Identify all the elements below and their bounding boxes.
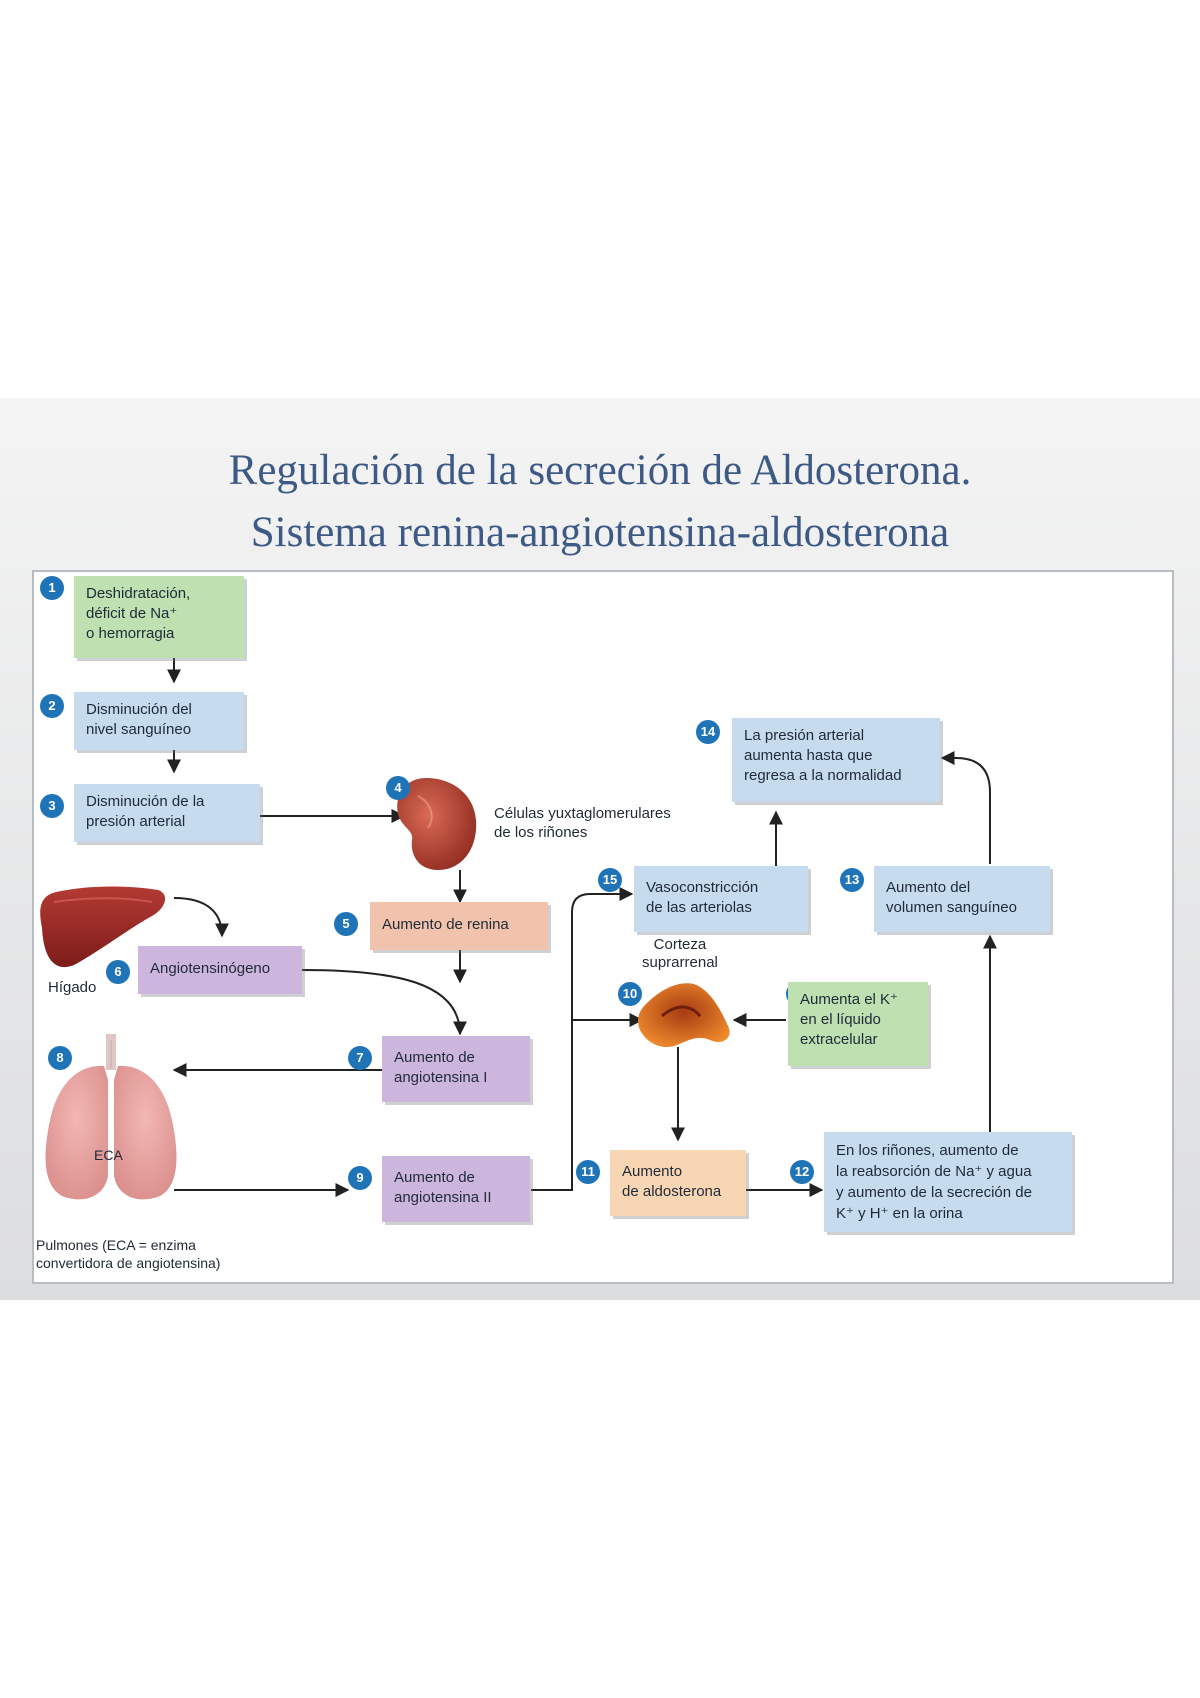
step-7-line-2: angiotensina I — [394, 1069, 488, 1086]
step-number-7: 7 — [348, 1046, 372, 1070]
arrow-6-to-7 — [301, 969, 467, 1036]
step-11-line-1: Aumento — [622, 1163, 683, 1180]
step-number-8: 8 — [48, 1046, 72, 1070]
step-number-12: 12 — [790, 1160, 814, 1184]
diagram-graphics — [40, 658, 997, 1200]
step-box-11: Aumento de aldosterona — [610, 1150, 746, 1216]
step-number-4: 4 — [386, 776, 410, 800]
step-number-14: 14 — [696, 720, 720, 744]
adrenal-cortex-icon — [638, 983, 730, 1048]
step-2-line-2: nivel sanguíneo — [86, 721, 192, 738]
step-2-line-1: Disminución del — [86, 701, 192, 718]
arrow-9-to-15 — [531, 887, 634, 1191]
slide-title-line-1: Regulación de la secreción de Aldosteron… — [228, 447, 972, 494]
step-12-line-1: En los riñones, aumento de — [836, 1142, 1019, 1159]
step-box-3: Disminución de la presión arterial — [74, 784, 260, 842]
flow-arrows — [167, 658, 997, 1197]
liver-icon — [40, 886, 166, 968]
step-14-line-3: regresa a la normalidad — [744, 767, 902, 784]
slide: Regulación de la secreción de Aldosteron… — [0, 398, 1200, 1300]
step-6-line-1: Angiotensinógeno — [150, 960, 271, 977]
step-16-line-2: en el líquido — [800, 1011, 881, 1028]
step-number-9: 9 — [348, 1166, 372, 1190]
arrow-13-to-14 — [940, 751, 991, 864]
lungs-label-line-1: Pulmones (ECA = enzima — [36, 1237, 196, 1253]
step-box-6: Angiotensinógeno — [138, 946, 302, 994]
step-3-line-1: Disminución de la — [86, 793, 205, 810]
step-14-line-1: La presión arterial — [744, 727, 865, 744]
step-9-line-1: Aumento de — [394, 1169, 475, 1186]
step-16-line-3: extracelular — [800, 1031, 878, 1048]
step-12-line-4: K⁺ y H⁺ en la orina — [836, 1205, 963, 1222]
lungs-icon — [45, 1034, 177, 1200]
step-box-5: Aumento de renina — [370, 902, 548, 950]
adrenal-label-line-1: Corteza — [653, 936, 707, 953]
kidney-label-line-2: de los riñones — [494, 824, 588, 841]
step-box-12: En los riñones, aumento de la reabsorció… — [824, 1132, 1072, 1232]
step-1-line-3: o hemorragia — [86, 625, 175, 642]
kidney-label: Células yuxtaglomerulares de los riñones — [494, 804, 671, 842]
step-number-15: 15 — [598, 868, 622, 892]
step-box-9: Aumento de angiotensina II — [382, 1156, 530, 1222]
step-15-line-1: Vasoconstricción — [646, 879, 759, 896]
step-15-line-2: de las arteriolas — [646, 899, 752, 916]
adrenal-label-line-2: suprarrenal — [642, 954, 718, 971]
diagram-panel: 1 2 3 4 5 6 7 8 9 10 11 12 13 14 15 16 D… — [32, 570, 1174, 1284]
lungs-label: Pulmones (ECA = enzima convertidora de a… — [36, 1236, 220, 1272]
kidney-icon — [397, 778, 477, 870]
step-number-11: 11 — [576, 1160, 600, 1184]
step-number-6: 6 — [106, 960, 130, 984]
step-13-line-1: Aumento del — [886, 879, 971, 896]
step-12-line-2: la reabsorción de Na⁺ y agua — [836, 1163, 1032, 1180]
step-box-15: Vasoconstricción de las arteriolas — [634, 866, 808, 932]
step-16-line-1: Aumenta el K⁺ — [800, 991, 898, 1008]
step-13-line-2: volumen sanguíneo — [886, 899, 1017, 916]
step-14-line-2: aumenta hasta que — [744, 747, 873, 764]
step-12-line-3: y aumento de la secreción de — [836, 1184, 1032, 1201]
step-box-14: La presión arterial aumenta hasta que re… — [732, 718, 940, 802]
step-number-5: 5 — [334, 912, 358, 936]
step-1-line-2: déficit de Na⁺ — [86, 605, 178, 622]
step-7-line-1: Aumento de — [394, 1049, 475, 1066]
step-number-1: 1 — [40, 576, 64, 600]
step-box-2: Disminución del nivel sanguíneo — [74, 692, 244, 750]
step-number-10: 10 — [618, 982, 642, 1006]
step-3-line-2: presión arterial — [86, 813, 186, 830]
eca-label: ECA — [94, 1147, 123, 1163]
slide-title-line-2: Sistema renina-angiotensina-aldosterona — [250, 509, 950, 556]
step-number-2: 2 — [40, 694, 64, 718]
step-box-7: Aumento de angiotensina I — [382, 1036, 530, 1102]
step-11-line-2: de aldosterona — [622, 1183, 722, 1200]
step-box-13: Aumento del volumen sanguíneo — [874, 866, 1050, 932]
step-number-13: 13 — [840, 868, 864, 892]
arrow-liver-to-6 — [173, 897, 229, 938]
step-9-line-2: angiotensina II — [394, 1189, 492, 1206]
step-box-1: Deshidratación, déficit de Na⁺ o hemorra… — [74, 576, 244, 658]
adrenal-label: Corteza suprarrenal — [642, 936, 718, 972]
step-box-16: Aumenta el K⁺ en el líquido extracelular — [788, 982, 928, 1066]
step-5-line-1: Aumento de renina — [382, 916, 509, 933]
step-1-line-1: Deshidratación, — [86, 585, 191, 602]
liver-label: Hígado — [48, 979, 97, 996]
kidney-label-line-1: Células yuxtaglomerulares — [494, 805, 671, 822]
step-number-3: 3 — [40, 794, 64, 818]
lungs-label-line-2: convertidora de angiotensina) — [36, 1255, 221, 1271]
